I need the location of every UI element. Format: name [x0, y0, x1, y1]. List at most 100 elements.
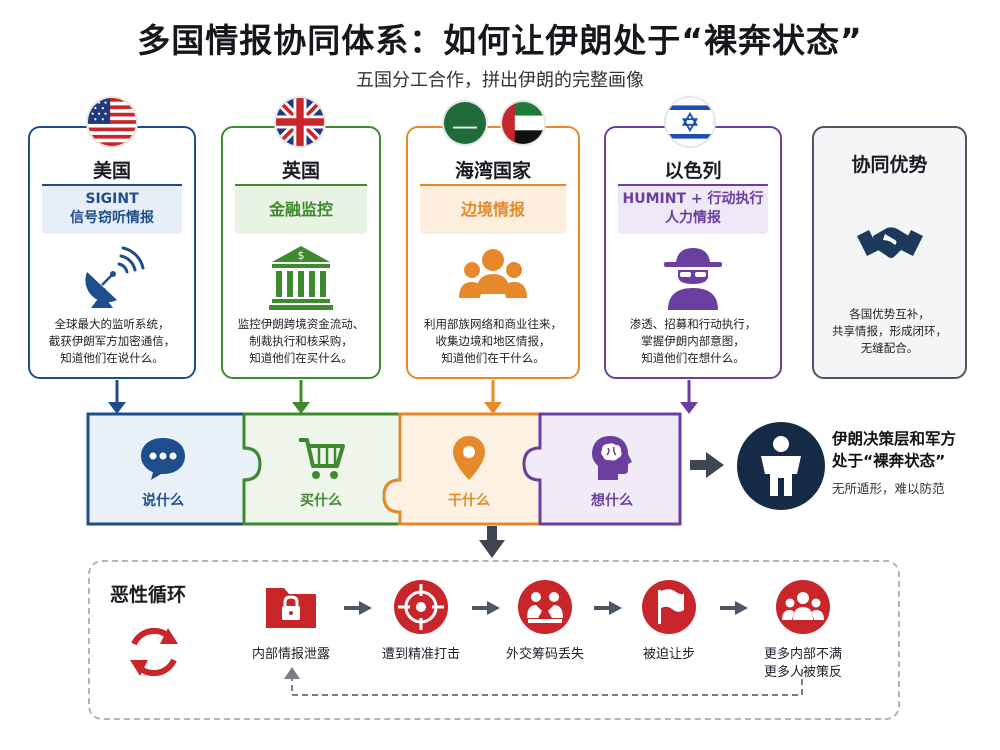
- brain-head-icon: [592, 436, 632, 480]
- card-usa-name: 美国: [92, 160, 131, 182]
- puzzle-label-do: 干什么: [448, 493, 490, 509]
- locked-folder-icon: [266, 588, 316, 628]
- card-usa-desc: 全球最大的监听系统， 截获伊朗军方加密通信， 知道他们在说什么。: [34, 316, 190, 367]
- arrow-down-israel: [680, 380, 698, 414]
- people-group-icon: [459, 249, 527, 298]
- cycle-step-strike: 遭到精准打击: [356, 578, 486, 664]
- cycle-step-diplomacy: 外交筹码丢失: [480, 578, 610, 664]
- card-uk-desc: 监控伊朗跨境资金流动、 制裁执行和核采购， 知道他们在买什么。: [227, 316, 375, 367]
- page-title: 多国情报协同体系：如何让伊朗处于“裸奔状态”: [137, 21, 863, 60]
- card-advantage-desc-line2: 共享情报，形成闭环，: [832, 324, 947, 338]
- card-uk: 英国 金融监控 $ 监控伊朗跨境资金流动、 制裁执行和核采购， 知道他们在买什么…: [221, 126, 381, 379]
- card-gulf-tag: 边境情报: [420, 184, 566, 234]
- puzzle-label-buy: 买什么: [300, 493, 342, 509]
- puzzle-piece-do: 干什么: [402, 414, 536, 524]
- card-israel-desc-line2: 掌握伊朗内部意图，: [641, 334, 745, 348]
- arrow-down-gulf: [484, 380, 502, 414]
- uae-flag-icon: [500, 100, 546, 146]
- speech-bubble-icon: [141, 438, 185, 480]
- card-israel-tag-line2: 人力情报: [665, 210, 721, 226]
- result-line2: 处于“裸奔状态”: [832, 452, 946, 470]
- card-advantage-name: 协同优势: [851, 154, 928, 176]
- puzzle-piece-say: 说什么: [88, 414, 238, 524]
- refresh-cycle-icon: [130, 627, 178, 677]
- person-exposed-icon: [761, 436, 801, 496]
- location-pin-icon: [453, 436, 485, 480]
- arrow-down-usa: [108, 380, 126, 414]
- card-uk-tag-label: 金融监控: [268, 199, 333, 219]
- page-subtitle: 五国分工合作，拼出伊朗的完整画像: [356, 70, 644, 91]
- arrow-down-cycle: [479, 526, 505, 558]
- saudi-flag-icon: [442, 100, 488, 146]
- cycle-step-leak: 内部情报泄露: [226, 578, 356, 664]
- card-advantage-desc-line3: 无缝配合。: [860, 341, 919, 355]
- card-uk-name: 英国: [281, 160, 320, 182]
- cycle-arrow-2: [472, 601, 500, 615]
- usa-flag-icon: [86, 96, 138, 148]
- cycle-arrow-4: [720, 601, 748, 615]
- cycle-return-arrow: [284, 667, 803, 696]
- card-gulf-desc-line3: 知道他们在干什么。: [441, 351, 545, 365]
- card-usa-tag-line2: 信号窃听情报: [70, 210, 154, 226]
- card-uk-tag: 金融监控: [235, 184, 367, 234]
- card-gulf-desc-line1: 利用部族网络和商业往来，: [424, 317, 562, 331]
- crosshair-target-icon: [394, 580, 448, 634]
- card-usa-desc-line1: 全球最大的监听系统，: [54, 317, 170, 331]
- svg-text:$: $: [298, 249, 305, 262]
- card-gulf: 海湾国家 边境情报 利用部族网络和商业往来， 收集边境和地区情报， 知道他们在干…: [406, 126, 580, 379]
- cycle-step-strike-label: 遭到精准打击: [381, 647, 460, 662]
- spy-icon: [664, 248, 722, 310]
- cycle-arrow-1: [344, 601, 372, 615]
- cycle-step-concede: 被迫让步: [604, 578, 734, 664]
- card-advantage: 协同优势 各国优势互补， 共享情报，形成闭环， 无缝配合。: [812, 126, 967, 379]
- result-line3: 无所遁形，难以防范: [832, 481, 945, 496]
- result-text: 伊朗决策层和军方 处于“裸奔状态” 无所遁形，难以防范: [832, 428, 992, 497]
- card-israel-desc: 渗透、招募和行动执行， 掌握伊朗内部意图， 知道他们在想什么。: [610, 316, 776, 367]
- cycle-step-dissent: 更多内部不满 更多人被策反: [738, 578, 868, 682]
- cycle-step-concede-label: 被迫让步: [642, 647, 695, 662]
- bank-icon: $: [269, 246, 333, 310]
- vicious-cycle-box: 恶性循环: [88, 560, 900, 720]
- cycle-step-leak-label: 内部情报泄露: [251, 647, 330, 662]
- result-line1: 伊朗决策层和军方: [832, 430, 957, 448]
- uk-flag-icon: [274, 96, 326, 148]
- arrow-down-uk: [292, 380, 310, 414]
- card-gulf-name: 海湾国家: [454, 160, 531, 182]
- card-uk-desc-line1: 监控伊朗跨境资金流动、: [237, 317, 365, 331]
- israel-flag-icon: [664, 96, 716, 148]
- arrow-right-result: [690, 452, 724, 478]
- card-usa-desc-line2: 截获伊朗军方加密通信，: [48, 334, 176, 348]
- card-usa-tag: SIGINT 信号窃听情报: [42, 184, 182, 234]
- card-gulf-desc: 利用部族网络和商业往来， 收集边境和地区情报， 知道他们在干什么。: [412, 316, 574, 367]
- satellite-dish-icon: [85, 246, 145, 308]
- puzzle-label-say: 说什么: [142, 493, 184, 509]
- vicious-cycle-title: 恶性循环: [110, 584, 187, 606]
- card-israel-name: 以色列: [664, 160, 722, 182]
- cycle-arrow-3: [594, 601, 622, 615]
- cycle-step-dissent-label-1: 更多内部不满: [763, 647, 842, 662]
- card-gulf-tag-label: 边境情报: [460, 199, 525, 219]
- card-advantage-desc: 各国优势互补， 共享情报，形成闭环， 无缝配合。: [818, 306, 961, 357]
- cycle-step-diplomacy-label: 外交筹码丢失: [505, 647, 584, 662]
- puzzle-piece-buy: 买什么: [250, 414, 392, 524]
- card-israel-tag: HUMINT + 行动执行 人力情报: [618, 184, 768, 234]
- card-usa-desc-line3: 知道他们在说什么。: [60, 351, 164, 365]
- puzzle-piece-think: 想什么: [544, 414, 680, 524]
- card-gulf-desc-line2: 收集边境和地区情报，: [435, 334, 551, 348]
- card-uk-desc-line3: 知道他们在买什么。: [249, 351, 353, 365]
- card-israel-tag-line1: HUMINT + 行动执行: [622, 191, 764, 207]
- card-uk-desc-line2: 制裁执行和核采购，: [249, 334, 353, 348]
- puzzle-label-think: 想什么: [591, 493, 633, 509]
- card-israel-desc-line1: 渗透、招募和行动执行，: [629, 317, 757, 331]
- handshake-icon: [856, 227, 923, 258]
- group-icon: [776, 580, 830, 634]
- result-circle: [737, 422, 825, 510]
- card-israel-desc-line3: 知道他们在想什么。: [641, 351, 745, 365]
- flag-icon: [642, 580, 696, 634]
- shopping-cart-icon: [299, 438, 345, 479]
- card-usa-tag-line1: SIGINT: [85, 191, 139, 207]
- card-usa: 美国 SIGINT 信号窃听情报 全球最大的监听系统， 截获伊朗军方加密通信， …: [28, 126, 196, 379]
- card-israel: 以色列 HUMINT + 行动执行 人力情报 渗透、招募和行动执行， 掌握伊朗内…: [604, 126, 782, 379]
- negotiation-icon: [518, 580, 572, 634]
- card-advantage-desc-line1: 各国优势互补，: [849, 307, 930, 321]
